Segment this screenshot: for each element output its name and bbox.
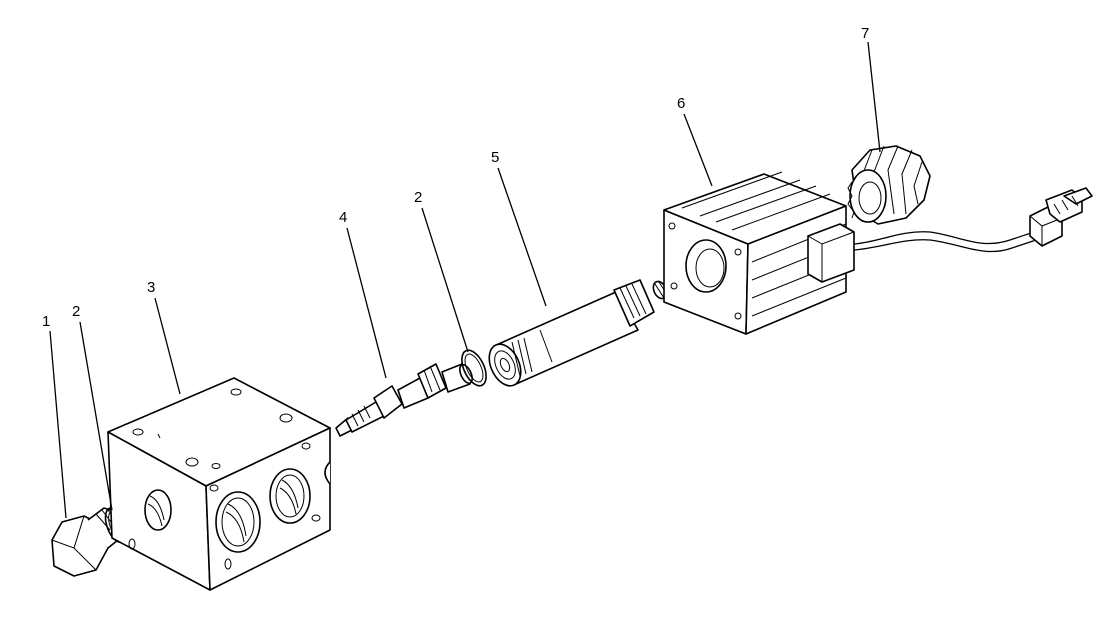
part-7-knurled-nut [847,145,931,225]
part-4-cartridge [335,363,473,437]
part-5-solenoid-tube [488,279,669,387]
leader-line-7 [867,41,881,153]
leader-lines [49,41,881,519]
label-1: 1 [42,313,50,330]
label-3: 3 [147,279,155,296]
leader-line-6 [683,113,713,187]
label-5: 5 [491,149,499,166]
part-3-valve-block [107,377,331,591]
leader-line-2a [79,321,113,511]
part-6-coil [663,171,855,335]
label-2b: 2 [414,189,422,206]
leader-line-3 [154,297,181,395]
label-6: 6 [677,95,685,112]
label-7: 7 [861,25,869,42]
label-4: 4 [339,209,347,226]
leader-line-1 [49,330,67,519]
leader-line-2b [421,207,469,353]
leader-line-4 [346,227,387,379]
cable-with-connector [853,187,1093,253]
part-2-o-ring-right [461,349,487,387]
label-2a: 2 [72,303,80,320]
part-labels: 1 2 3 4 2 5 6 7 [42,25,869,330]
leader-line-5 [497,167,547,307]
